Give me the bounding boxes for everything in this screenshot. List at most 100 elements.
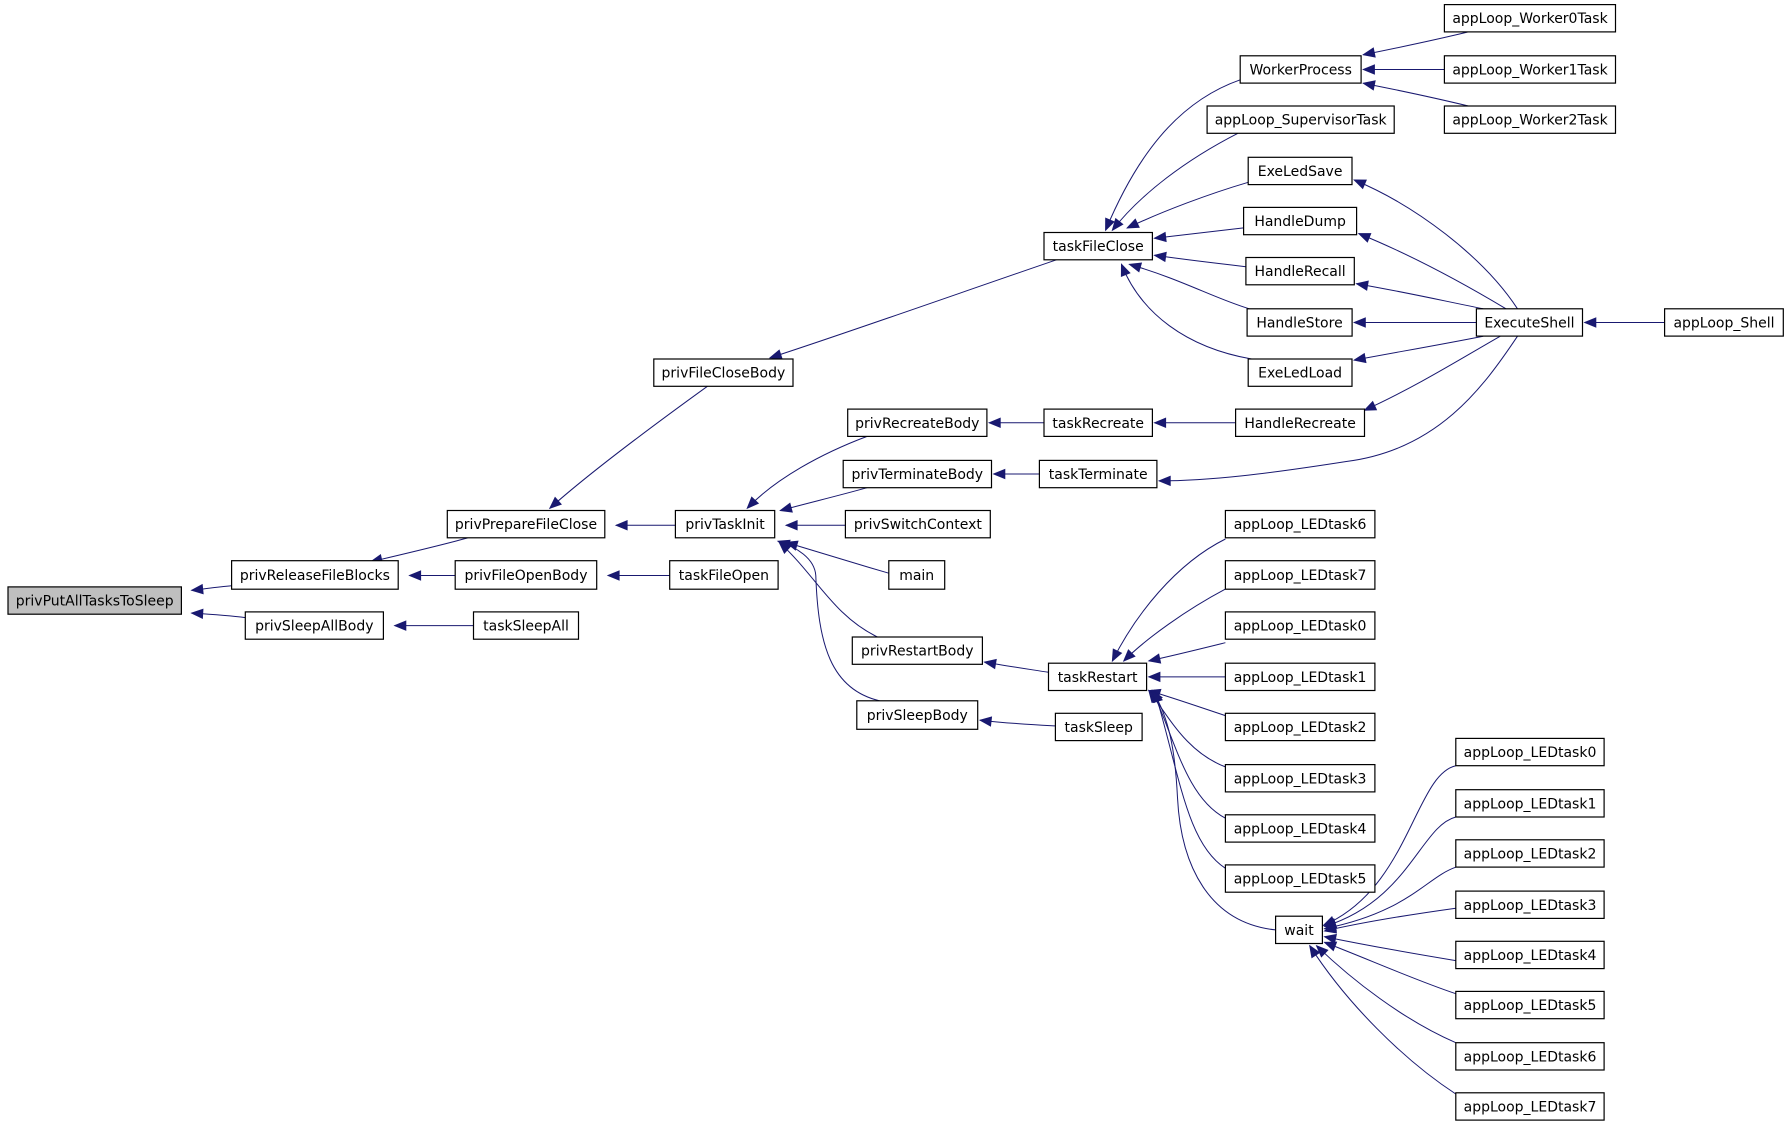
edge-WorkerProcess-to-taskFileClose <box>1105 79 1241 232</box>
node-HandleRecall[interactable]: HandleRecall <box>1245 256 1355 286</box>
node-r_LEDtask7[interactable]: appLoop_LEDtask7 <box>1224 560 1376 590</box>
node-box <box>7 586 182 615</box>
node-taskFileOpen[interactable]: taskFileOpen <box>669 560 779 590</box>
node-label: ExecuteShell <box>1484 316 1574 332</box>
node-privFileCloseBody[interactable]: privFileCloseBody <box>653 358 794 387</box>
node-privReleaseFileBlocks[interactable]: privReleaseFileBlocks <box>231 560 399 590</box>
node-appLoop_Worker2Task[interactable]: appLoop_Worker2Task <box>1443 105 1617 134</box>
node-box <box>1475 308 1584 337</box>
node-privPutAllTasksToSleep[interactable]: privPutAllTasksToSleep <box>7 586 182 615</box>
edge-privTerminateBody-to-privTaskInit <box>779 487 868 513</box>
arrowhead <box>1355 280 1369 291</box>
node-r_LEDtask2[interactable]: appLoop_LEDtask2 <box>1224 712 1376 742</box>
node-privRecreateBody[interactable]: privRecreateBody <box>847 408 988 438</box>
node-WorkerProcess[interactable]: WorkerProcess <box>1239 55 1362 84</box>
node-taskRestart[interactable]: taskRestart <box>1047 662 1148 692</box>
node-w_LEDtask2[interactable]: appLoop_LEDtask2 <box>1455 839 1605 868</box>
node-taskSleepAll[interactable]: taskSleepAll <box>472 611 580 640</box>
node-r_LEDtask6[interactable]: appLoop_LEDtask6 <box>1224 509 1376 539</box>
node-r_LEDtask3[interactable]: appLoop_LEDtask3 <box>1224 763 1376 793</box>
node-label: appLoop_Shell <box>1673 316 1774 332</box>
node-privTerminateBody[interactable]: privTerminateBody <box>842 459 993 489</box>
node-taskRecreate[interactable]: taskRecreate <box>1043 408 1154 438</box>
node-label: HandleStore <box>1256 316 1342 332</box>
node-ExecuteShell[interactable]: ExecuteShell <box>1475 308 1584 337</box>
edge-r_LEDtask0-to-taskRestart <box>1147 642 1226 664</box>
node-privFileOpenBody[interactable]: privFileOpenBody <box>454 560 598 590</box>
node-taskTerminate[interactable]: taskTerminate <box>1038 459 1158 489</box>
node-appLoop_Worker0Task[interactable]: appLoop_Worker0Task <box>1443 3 1617 33</box>
edge-w_LEDtask4-to-wait <box>1323 933 1456 962</box>
edge-line <box>1309 945 1457 1095</box>
edge-line <box>549 385 708 509</box>
node-box <box>1455 789 1605 818</box>
node-privSwitchContext[interactable]: privSwitchContext <box>844 509 991 539</box>
node-label: taskRecreate <box>1052 416 1144 432</box>
node-box <box>1663 308 1784 337</box>
edge-w_LEDtask5-to-wait <box>1323 941 1456 995</box>
arrowhead <box>1128 262 1143 273</box>
arrowhead <box>983 658 997 670</box>
edge-line <box>1324 816 1456 927</box>
node-box <box>1043 231 1154 261</box>
edge-line <box>780 487 868 511</box>
node-w_LEDtask5[interactable]: appLoop_LEDtask5 <box>1455 990 1605 1020</box>
edge-line <box>1316 945 1456 1044</box>
node-appLoop_Worker1Task[interactable]: appLoop_Worker1Task <box>1443 55 1617 84</box>
node-privSleepBody[interactable]: privSleepBody <box>856 700 979 730</box>
node-r_LEDtask4[interactable]: appLoop_LEDtask4 <box>1224 814 1376 843</box>
node-appLoop_SupervisorTask[interactable]: appLoop_SupervisorTask <box>1206 105 1395 134</box>
node-box <box>231 560 399 590</box>
node-w_LEDtask6[interactable]: appLoop_LEDtask6 <box>1455 1042 1605 1071</box>
node-label: privTerminateBody <box>852 467 984 483</box>
node-label: privSleepAllBody <box>255 619 373 635</box>
node-r_LEDtask0[interactable]: appLoop_LEDtask0 <box>1224 611 1376 640</box>
node-appLoop_Shell[interactable]: appLoop_Shell <box>1663 308 1784 337</box>
arrowhead <box>548 496 562 510</box>
edge-line <box>1151 690 1226 819</box>
edge-line <box>1323 765 1456 926</box>
edge-privRecreateBody-to-privTaskInit <box>746 435 868 510</box>
node-w_LEDtask1[interactable]: appLoop_LEDtask1 <box>1455 789 1605 818</box>
node-wait[interactable]: wait <box>1274 915 1323 945</box>
edge-ExecuteShell-to-taskTerminate <box>1157 335 1518 487</box>
node-box <box>1043 408 1154 438</box>
node-HandleDump[interactable]: HandleDump <box>1242 206 1358 236</box>
node-r_LEDtask1[interactable]: appLoop_LEDtask1 <box>1224 662 1376 692</box>
node-w_LEDtask4[interactable]: appLoop_LEDtask4 <box>1455 940 1605 970</box>
node-label: privSwitchContext <box>854 517 982 533</box>
node-privSleepAllBody[interactable]: privSleepAllBody <box>244 611 385 640</box>
node-ExeLedSave[interactable]: ExeLedSave <box>1247 156 1353 186</box>
node-w_LEDtask7[interactable]: appLoop_LEDtask7 <box>1455 1092 1605 1121</box>
node-w_LEDtask0[interactable]: appLoop_LEDtask0 <box>1455 737 1605 767</box>
node-taskFileClose[interactable]: taskFileClose <box>1043 231 1154 261</box>
node-box <box>1038 459 1158 489</box>
edge-w_LEDtask6-to-wait <box>1315 944 1456 1044</box>
node-HandleStore[interactable]: HandleStore <box>1246 308 1353 337</box>
arrowhead <box>1126 218 1140 229</box>
edge-privFileCloseBody-to-privPrepareFileClose <box>548 385 708 510</box>
node-label: appLoop_LEDtask2 <box>1234 720 1367 736</box>
node-ExeLedLoad[interactable]: ExeLedLoad <box>1247 358 1353 387</box>
edge-line <box>1356 283 1484 310</box>
arrowhead <box>1111 648 1123 663</box>
edge-line <box>1123 588 1226 662</box>
arrowhead <box>1323 923 1338 934</box>
edge-line <box>1121 264 1252 360</box>
node-label: HandleRecall <box>1255 264 1346 280</box>
node-r_LEDtask5[interactable]: appLoop_LEDtask5 <box>1224 864 1376 893</box>
edge-appLoop_Worker2Task-to-WorkerProcess <box>1362 80 1469 107</box>
node-privTaskInit[interactable]: privTaskInit <box>674 509 776 539</box>
node-privRestartBody[interactable]: privRestartBody <box>851 636 983 665</box>
node-label: privReleaseFileBlocks <box>240 568 390 584</box>
node-privPrepareFileClose[interactable]: privPrepareFileClose <box>446 509 606 539</box>
edge-main-to-privTaskInit <box>784 540 889 574</box>
node-w_LEDtask3[interactable]: appLoop_LEDtask3 <box>1455 890 1605 919</box>
node-main[interactable]: main <box>888 560 946 590</box>
node-label: appLoop_LEDtask2 <box>1464 847 1597 863</box>
node-HandleRecreate[interactable]: HandleRecreate <box>1234 408 1366 438</box>
node-taskSleep[interactable]: taskSleep <box>1054 712 1143 742</box>
edge-line <box>1127 181 1249 229</box>
node-box <box>888 560 946 590</box>
edge-line <box>1105 79 1241 231</box>
